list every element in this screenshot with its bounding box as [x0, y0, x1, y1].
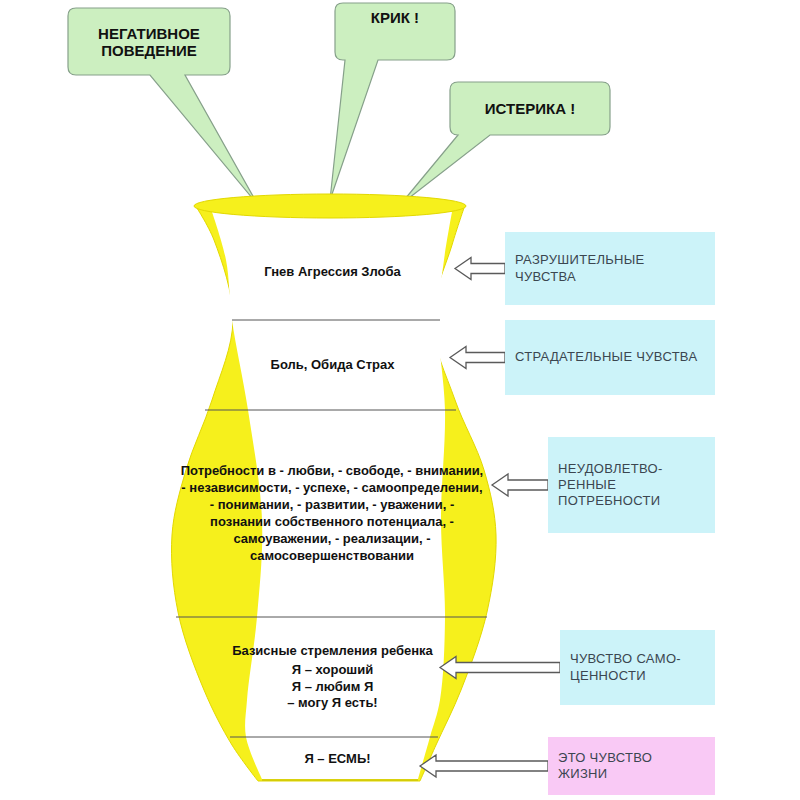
- band-text: Гнев Агрессия Злоба: [264, 264, 401, 281]
- callout-text: КРИК !: [371, 9, 419, 26]
- block-arrow: [492, 474, 548, 496]
- speech-bubble: КРИК !: [335, 3, 455, 60]
- speech-bubble: ИСТЕРИКА !: [450, 82, 610, 135]
- band-text: Я – ЕСМЬ!: [304, 751, 370, 768]
- label-text: НЕУДОВЛЕТВО- РЕННЫЕ ПОТРЕБНОСТИ: [558, 461, 705, 510]
- band-text: Боль, Обида Страх: [271, 357, 395, 374]
- label-text: СТРАДАТЕЛЬНЫЕ ЧУВСТВА: [515, 349, 697, 365]
- band-separator: [232, 320, 440, 321]
- speech-bubble: НЕГАТИВНОЕ ПОВЕДЕНИЕ: [68, 8, 230, 75]
- vase-band: Гнев Агрессия Злоба: [210, 226, 455, 318]
- speech-bubble-outline: [400, 82, 610, 205]
- block-arrow: [440, 657, 560, 679]
- vase-band: Боль, Обида Страх: [215, 323, 450, 408]
- label-box: ЭТО ЧУВСТВО ЖИЗНИ: [548, 737, 715, 795]
- vase-mouth: [194, 194, 466, 218]
- band-separator: [230, 737, 438, 738]
- block-arrow: [420, 755, 548, 777]
- label-text: РАЗРУШИТЕЛЬНЫЕ ЧУВСТВА: [515, 252, 705, 285]
- speech-bubble-outline: [68, 8, 258, 205]
- label-box: НЕУДОВЛЕТВО- РЕННЫЕ ПОТРЕБНОСТИ: [548, 437, 715, 533]
- block-arrow: [450, 347, 505, 369]
- band-separator: [205, 410, 456, 411]
- block-arrow: [455, 258, 505, 280]
- band-text: Базисные стремления ребенка: [232, 643, 433, 660]
- band-text: Я – хороший Я – любим Я – могу Я есть!: [287, 662, 379, 713]
- label-box: ЧУВСТВО САМО- ЦЕННОСТИ: [560, 630, 715, 705]
- band-text: Потребности в - любви, - свободе, - вним…: [178, 463, 486, 564]
- callout-text: НЕГАТИВНОЕ ПОВЕДЕНИЕ: [78, 25, 220, 59]
- vase-body: [171, 205, 496, 781]
- label-text: ЭТО ЧУВСТВО ЖИЗНИ: [558, 750, 705, 783]
- band-separator: [176, 617, 487, 618]
- vase-band: Потребности в - любви, - свободе, - вним…: [172, 413, 492, 615]
- vase-base: [262, 780, 418, 781]
- label-box: СТРАДАТЕЛЬНЫЕ ЧУВСТВА: [505, 320, 715, 395]
- label-text: ЧУВСТВО САМО- ЦЕННОСТИ: [570, 651, 705, 684]
- label-box: РАЗРУШИТЕЛЬНЫЕ ЧУВСТВА: [505, 232, 715, 305]
- callout-text: ИСТЕРИКА !: [485, 100, 575, 117]
- vase-band: Базисные стремления ребенка Я – хороший Я…: [225, 620, 440, 735]
- vase-inner: [212, 212, 452, 779]
- vase-band: Я – ЕСМЬ!: [255, 740, 420, 778]
